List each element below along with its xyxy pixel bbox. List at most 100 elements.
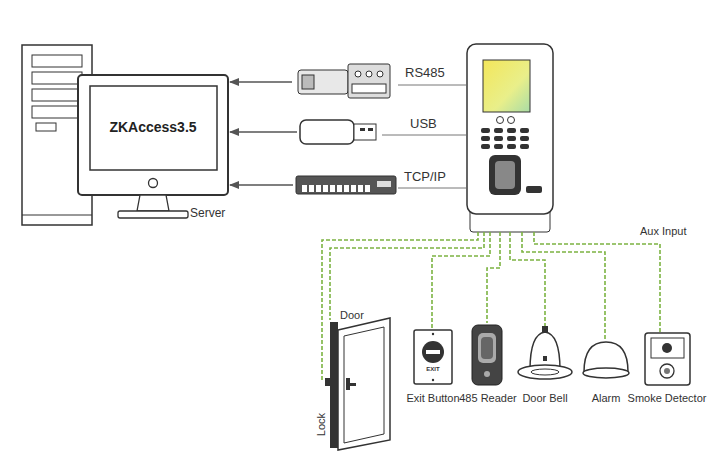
alarm: Alarm (578, 338, 634, 408)
server-tower (32, 55, 82, 67)
connection-line (382, 85, 466, 188)
wire (522, 232, 605, 340)
door (325, 378, 331, 386)
server-tower (36, 123, 56, 131)
connection-line (398, 85, 466, 86)
door-bell: Door Bell (515, 323, 575, 408)
access-terminal (507, 144, 516, 149)
rs485-converter: RS485 (295, 62, 395, 102)
door (330, 322, 338, 448)
usb-stick (300, 120, 354, 144)
server-tower (32, 89, 82, 101)
rs485-converter (366, 71, 372, 77)
reader-485 (472, 325, 502, 385)
exit-button (422, 341, 444, 363)
reader-485 (472, 325, 502, 385)
exit-marking: EXIT (426, 366, 439, 373)
tcpip-switch: TCP/IP (296, 174, 396, 196)
access-terminal (483, 60, 530, 112)
access-terminal (489, 155, 521, 195)
access-terminal (526, 186, 542, 193)
door-bell (518, 326, 572, 379)
node-label: 485 Reader (459, 392, 517, 405)
door (346, 383, 356, 386)
monitor (137, 195, 169, 211)
access-terminal (494, 136, 503, 141)
rs485-converter (302, 75, 314, 89)
connection-line (382, 135, 466, 136)
usb-stick (300, 120, 376, 144)
node-label: ZKAccess3.5 (78, 119, 228, 136)
network-switch (296, 176, 396, 194)
connector-arrow (230, 81, 292, 82)
rs485-converter (298, 64, 390, 98)
door (338, 318, 390, 450)
access-terminal (520, 144, 529, 149)
access-terminal (481, 128, 529, 149)
access-terminal (467, 44, 553, 232)
node-label: Exit Button (406, 392, 459, 405)
door-bell (518, 365, 572, 379)
exit-button (432, 333, 434, 335)
smoke-detector (651, 338, 684, 358)
monitor (149, 179, 158, 188)
reader-485 (484, 371, 490, 377)
exit-button (426, 350, 440, 354)
usb-stick (360, 128, 365, 131)
door-bell (542, 326, 548, 332)
server-tower (32, 106, 82, 118)
connector-arrow (230, 184, 293, 185)
connection-line (398, 188, 466, 189)
access-terminal (507, 128, 516, 133)
access-terminal (495, 161, 515, 189)
door (344, 327, 384, 443)
exit-button (414, 330, 452, 384)
wire (432, 232, 490, 328)
rs485-converter (377, 71, 383, 77)
node-label: Door Bell (522, 392, 567, 405)
reader-485 (478, 333, 496, 363)
access-terminal (481, 136, 490, 141)
wire (330, 232, 484, 320)
alarm (583, 368, 629, 378)
smoke-detector (662, 343, 672, 353)
network-switch (377, 181, 391, 187)
usb-stick (368, 128, 373, 131)
smoke-detector: Smoke Detector (628, 330, 706, 408)
access-terminal (508, 117, 515, 124)
node-label: Door (340, 309, 364, 322)
monitor (78, 75, 228, 195)
door-bell (543, 356, 547, 361)
rs485-converter (348, 64, 390, 98)
smoke-detector (660, 364, 674, 378)
exit-button (432, 379, 434, 381)
smoke-detector (664, 368, 670, 374)
access-terminal (520, 136, 529, 141)
usb-stick (354, 124, 376, 140)
smoke-detector (645, 333, 690, 385)
rs485-converter (352, 84, 386, 93)
node-caption: Lock (315, 413, 328, 436)
access-terminal (494, 128, 503, 133)
monitor (78, 75, 228, 218)
access-terminal (497, 117, 504, 124)
wire (510, 232, 545, 326)
server-tower (32, 72, 82, 84)
smoke-detector (645, 333, 690, 385)
node-label: Alarm (592, 392, 621, 405)
network-switch (302, 176, 372, 194)
access-terminal (520, 128, 529, 133)
node-label: Smoke Detector (628, 392, 707, 405)
node-label: USB (410, 116, 437, 132)
access-terminal (467, 44, 553, 214)
access-terminal (507, 136, 516, 141)
access-terminal (481, 144, 490, 149)
node-caption: Server (190, 206, 225, 220)
node-label: RS485 (405, 65, 445, 81)
wire (534, 232, 660, 333)
connector-arrow (230, 131, 297, 132)
node-label: TCP/IP (404, 169, 446, 185)
exit-button (414, 330, 452, 384)
access-terminal (494, 144, 503, 149)
